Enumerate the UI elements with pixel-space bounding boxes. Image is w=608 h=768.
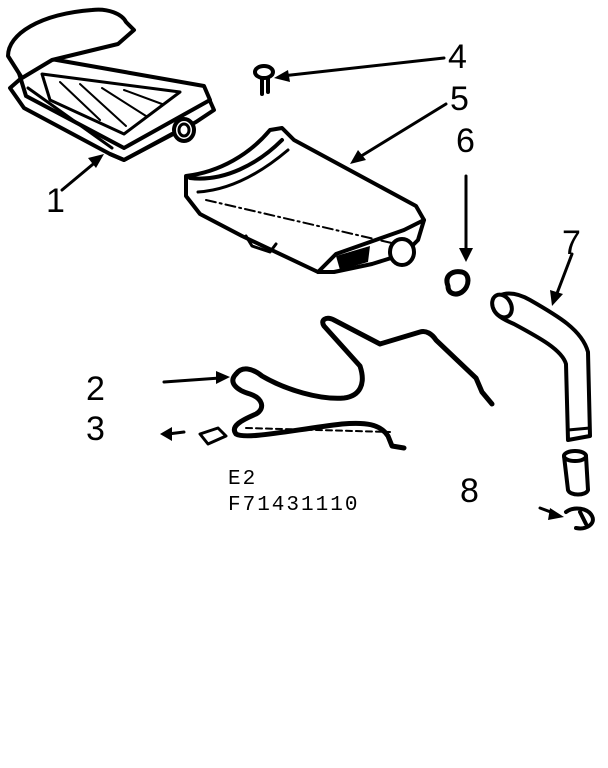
- section-code: E2: [228, 468, 257, 491]
- callout-7: 7: [562, 224, 581, 262]
- leader-lines: [60, 56, 574, 520]
- part-1-filter-tray: [6, 7, 216, 162]
- callout-5: 5: [450, 80, 469, 118]
- figure-code: F71431110: [228, 494, 359, 517]
- callout-8: 8: [460, 472, 479, 510]
- part-8-connector: [562, 449, 595, 531]
- callout-2: 2: [86, 370, 105, 408]
- part-2-wire-harness: [230, 315, 495, 451]
- part-7-hose: [490, 291, 592, 442]
- part-4-screw: [253, 64, 275, 96]
- callout-1: 1: [46, 182, 65, 220]
- callout-3: 3: [86, 410, 105, 448]
- part-3-terminal: [198, 426, 228, 446]
- part-6-clip: [444, 269, 471, 297]
- part-5-housing: [184, 126, 426, 274]
- callout-6: 6: [456, 122, 475, 160]
- callout-4: 4: [448, 38, 467, 76]
